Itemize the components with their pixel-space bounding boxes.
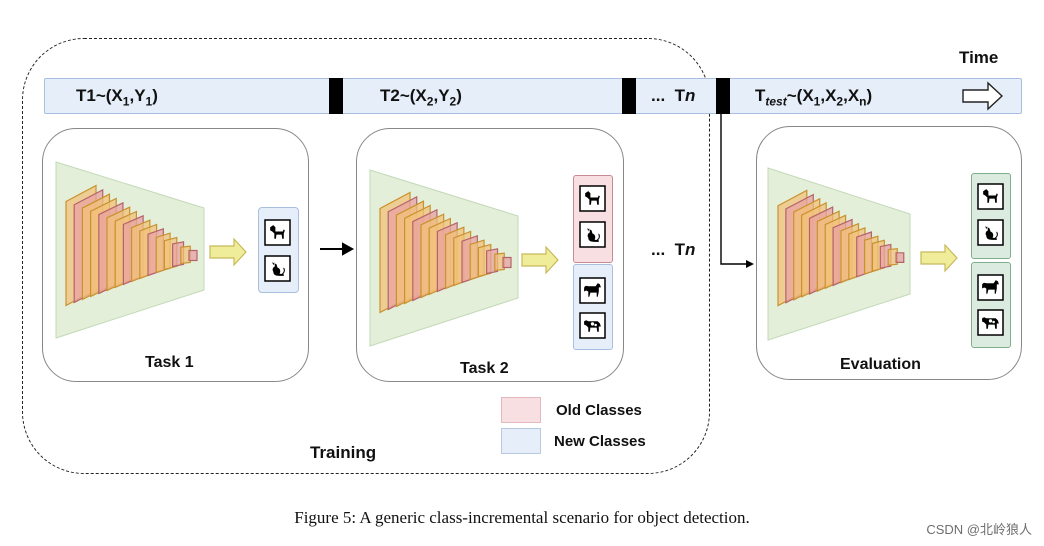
cat-icon (264, 255, 291, 282)
timeline-separator (622, 78, 636, 114)
time-label: Time (959, 48, 999, 67)
output-arrow-task2 (521, 245, 559, 275)
cnn-layer-stack (379, 191, 512, 314)
timeline-t2: T2~(X2,Y2) (380, 86, 462, 109)
dog-icon (977, 183, 1004, 210)
timeline-separator (716, 78, 730, 114)
timeline-t1: T1~(X1,Y1) (76, 86, 158, 109)
task-transition-arrow (320, 242, 355, 256)
evaluation-label: Evaluation (840, 356, 921, 373)
legend-old-label: Old Classes (556, 402, 642, 419)
timeline-bar (44, 78, 1022, 114)
eval-connector-arrow (720, 114, 754, 268)
horse-icon (977, 274, 1004, 301)
output-arrow-eval (920, 243, 958, 273)
figure-caption: Figure 5: A generic class-incremental sc… (294, 508, 750, 527)
dog-icon (264, 219, 291, 246)
cow-icon (977, 309, 1004, 336)
time-arrow (962, 81, 1004, 111)
task2-label: Task 2 (460, 360, 509, 377)
cat-icon (579, 221, 606, 248)
legend-new-swatch (501, 428, 541, 454)
training-region (22, 38, 710, 474)
cow-icon (579, 312, 606, 339)
cnn-layer-stack (65, 184, 198, 307)
cnn-layer-stack (777, 189, 905, 307)
watermark: CSDN @北岭狼人 (926, 522, 1032, 537)
task1-label: Task 1 (145, 354, 194, 371)
training-label: Training (310, 443, 377, 462)
timeline-tn: ... Tn (651, 86, 696, 105)
mid-tn-label: ... Tn (651, 240, 696, 259)
timeline-separator (329, 78, 343, 114)
output-arrow-task1 (209, 237, 247, 267)
horse-icon (579, 277, 606, 304)
legend-old-swatch (501, 397, 541, 423)
dog-icon (579, 185, 606, 212)
cat-icon (977, 219, 1004, 246)
timeline-ttest: Ttest~(X1,X2,Xn) (755, 86, 873, 109)
legend-new-label: New Classes (554, 433, 646, 450)
